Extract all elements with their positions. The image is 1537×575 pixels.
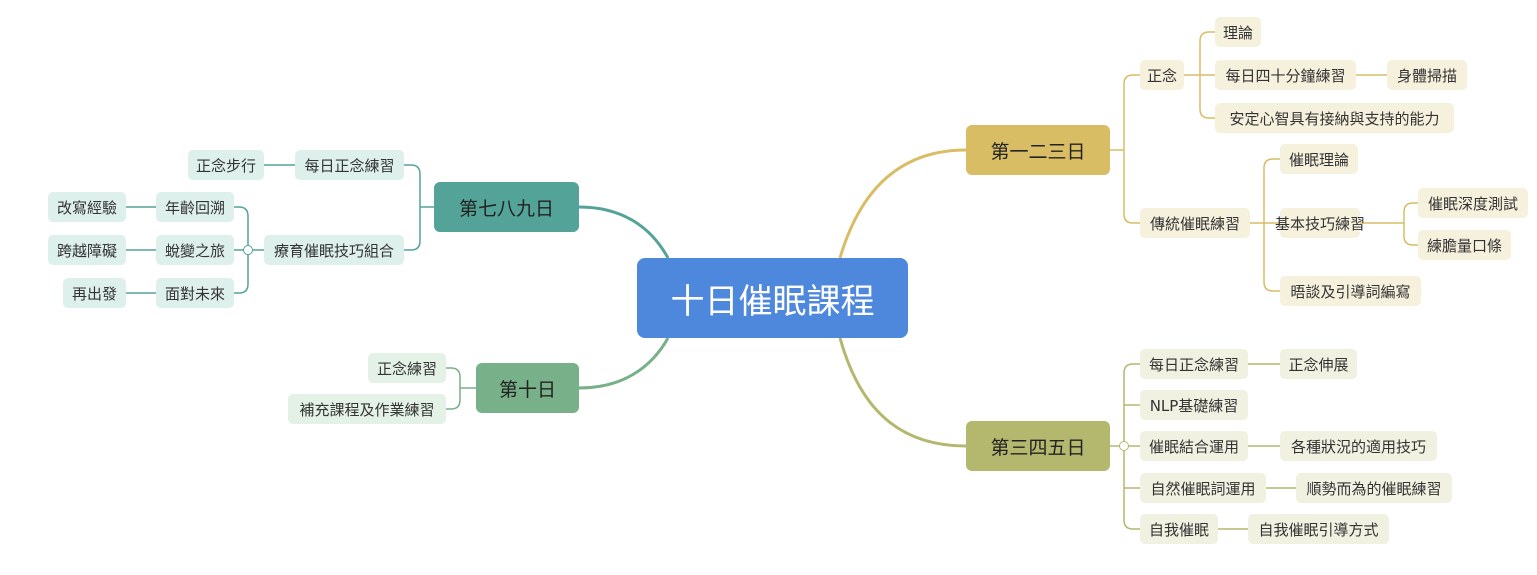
topic-daily-mindfulness[interactable]: 每日正念練習 [1140, 349, 1248, 379]
topic-interview-script[interactable]: 晤談及引導詞編寫 [1280, 276, 1421, 306]
topic-rewrite-experience[interactable]: 改寫經驗 [48, 192, 126, 222]
branch-day-10[interactable]: 第十日 [476, 363, 579, 413]
topic-daily-40min[interactable]: 每日四十分鐘練習 [1215, 60, 1356, 90]
topic-supplementary[interactable]: 補充課程及作業練習 [288, 394, 446, 424]
topic-natural-hypnosis[interactable]: 自然催眠詞運用 [1140, 473, 1266, 503]
topic-flow-practice[interactable]: 順勢而為的催眠練習 [1296, 473, 1452, 503]
collapse-toggle-b2[interactable] [1119, 441, 1129, 451]
topic-nlp-basics[interactable]: NLP基礎練習 [1140, 390, 1248, 420]
topic-restart[interactable]: 再出發 [63, 278, 126, 308]
topic-self-hypnosis-guide[interactable]: 自我催眠引導方式 [1248, 514, 1389, 544]
topic-transformation[interactable]: 蛻變之旅 [156, 235, 234, 265]
topic-depth-test[interactable]: 催眠深度測試 [1418, 188, 1528, 218]
branch-day-1-3[interactable]: 第一二三日 [966, 125, 1110, 175]
topic-courage-speech[interactable]: 練膽量口條 [1418, 230, 1511, 260]
topic-daily-mindfulness-2[interactable]: 每日正念練習 [295, 150, 404, 180]
topic-basic-skills[interactable]: 基本技巧練習 [1275, 208, 1365, 238]
topic-self-hypnosis[interactable]: 自我催眠 [1140, 514, 1218, 544]
topic-therapy-combo[interactable]: 療育催眠技巧組合 [264, 235, 404, 265]
collapse-toggle-b3[interactable] [243, 245, 253, 255]
topic-stable-mind[interactable]: 安定心智具有接納與支持的能力 [1215, 103, 1454, 133]
topic-face-future[interactable]: 面對未來 [156, 278, 234, 308]
topic-cross-obstacles[interactable]: 跨越障礙 [48, 235, 126, 265]
topic-body-scan[interactable]: 身體掃描 [1387, 60, 1467, 90]
topic-age-regression[interactable]: 年齡回溯 [156, 192, 234, 222]
topic-mindfulness[interactable]: 正念 [1140, 60, 1184, 90]
topic-mindful-stretch[interactable]: 正念伸展 [1280, 349, 1357, 379]
topic-hypnosis-application[interactable]: 催眠結合運用 [1140, 431, 1248, 461]
root-topic[interactable]: 十日催眠課程 [637, 258, 908, 338]
topic-situational-skills[interactable]: 各種狀況的適用技巧 [1280, 431, 1437, 461]
topic-hypnosis-theory[interactable]: 催眠理論 [1280, 144, 1358, 174]
branch-day-3-5[interactable]: 第三四五日 [966, 421, 1110, 471]
topic-traditional-hypnosis[interactable]: 傳統催眠練習 [1140, 208, 1250, 238]
branch-day-7-9[interactable]: 第七八九日 [434, 182, 579, 232]
topic-mindfulness-practice[interactable]: 正念練習 [368, 353, 446, 383]
topic-theory[interactable]: 理論 [1215, 17, 1261, 47]
topic-mindful-walk[interactable]: 正念步行 [188, 150, 264, 180]
